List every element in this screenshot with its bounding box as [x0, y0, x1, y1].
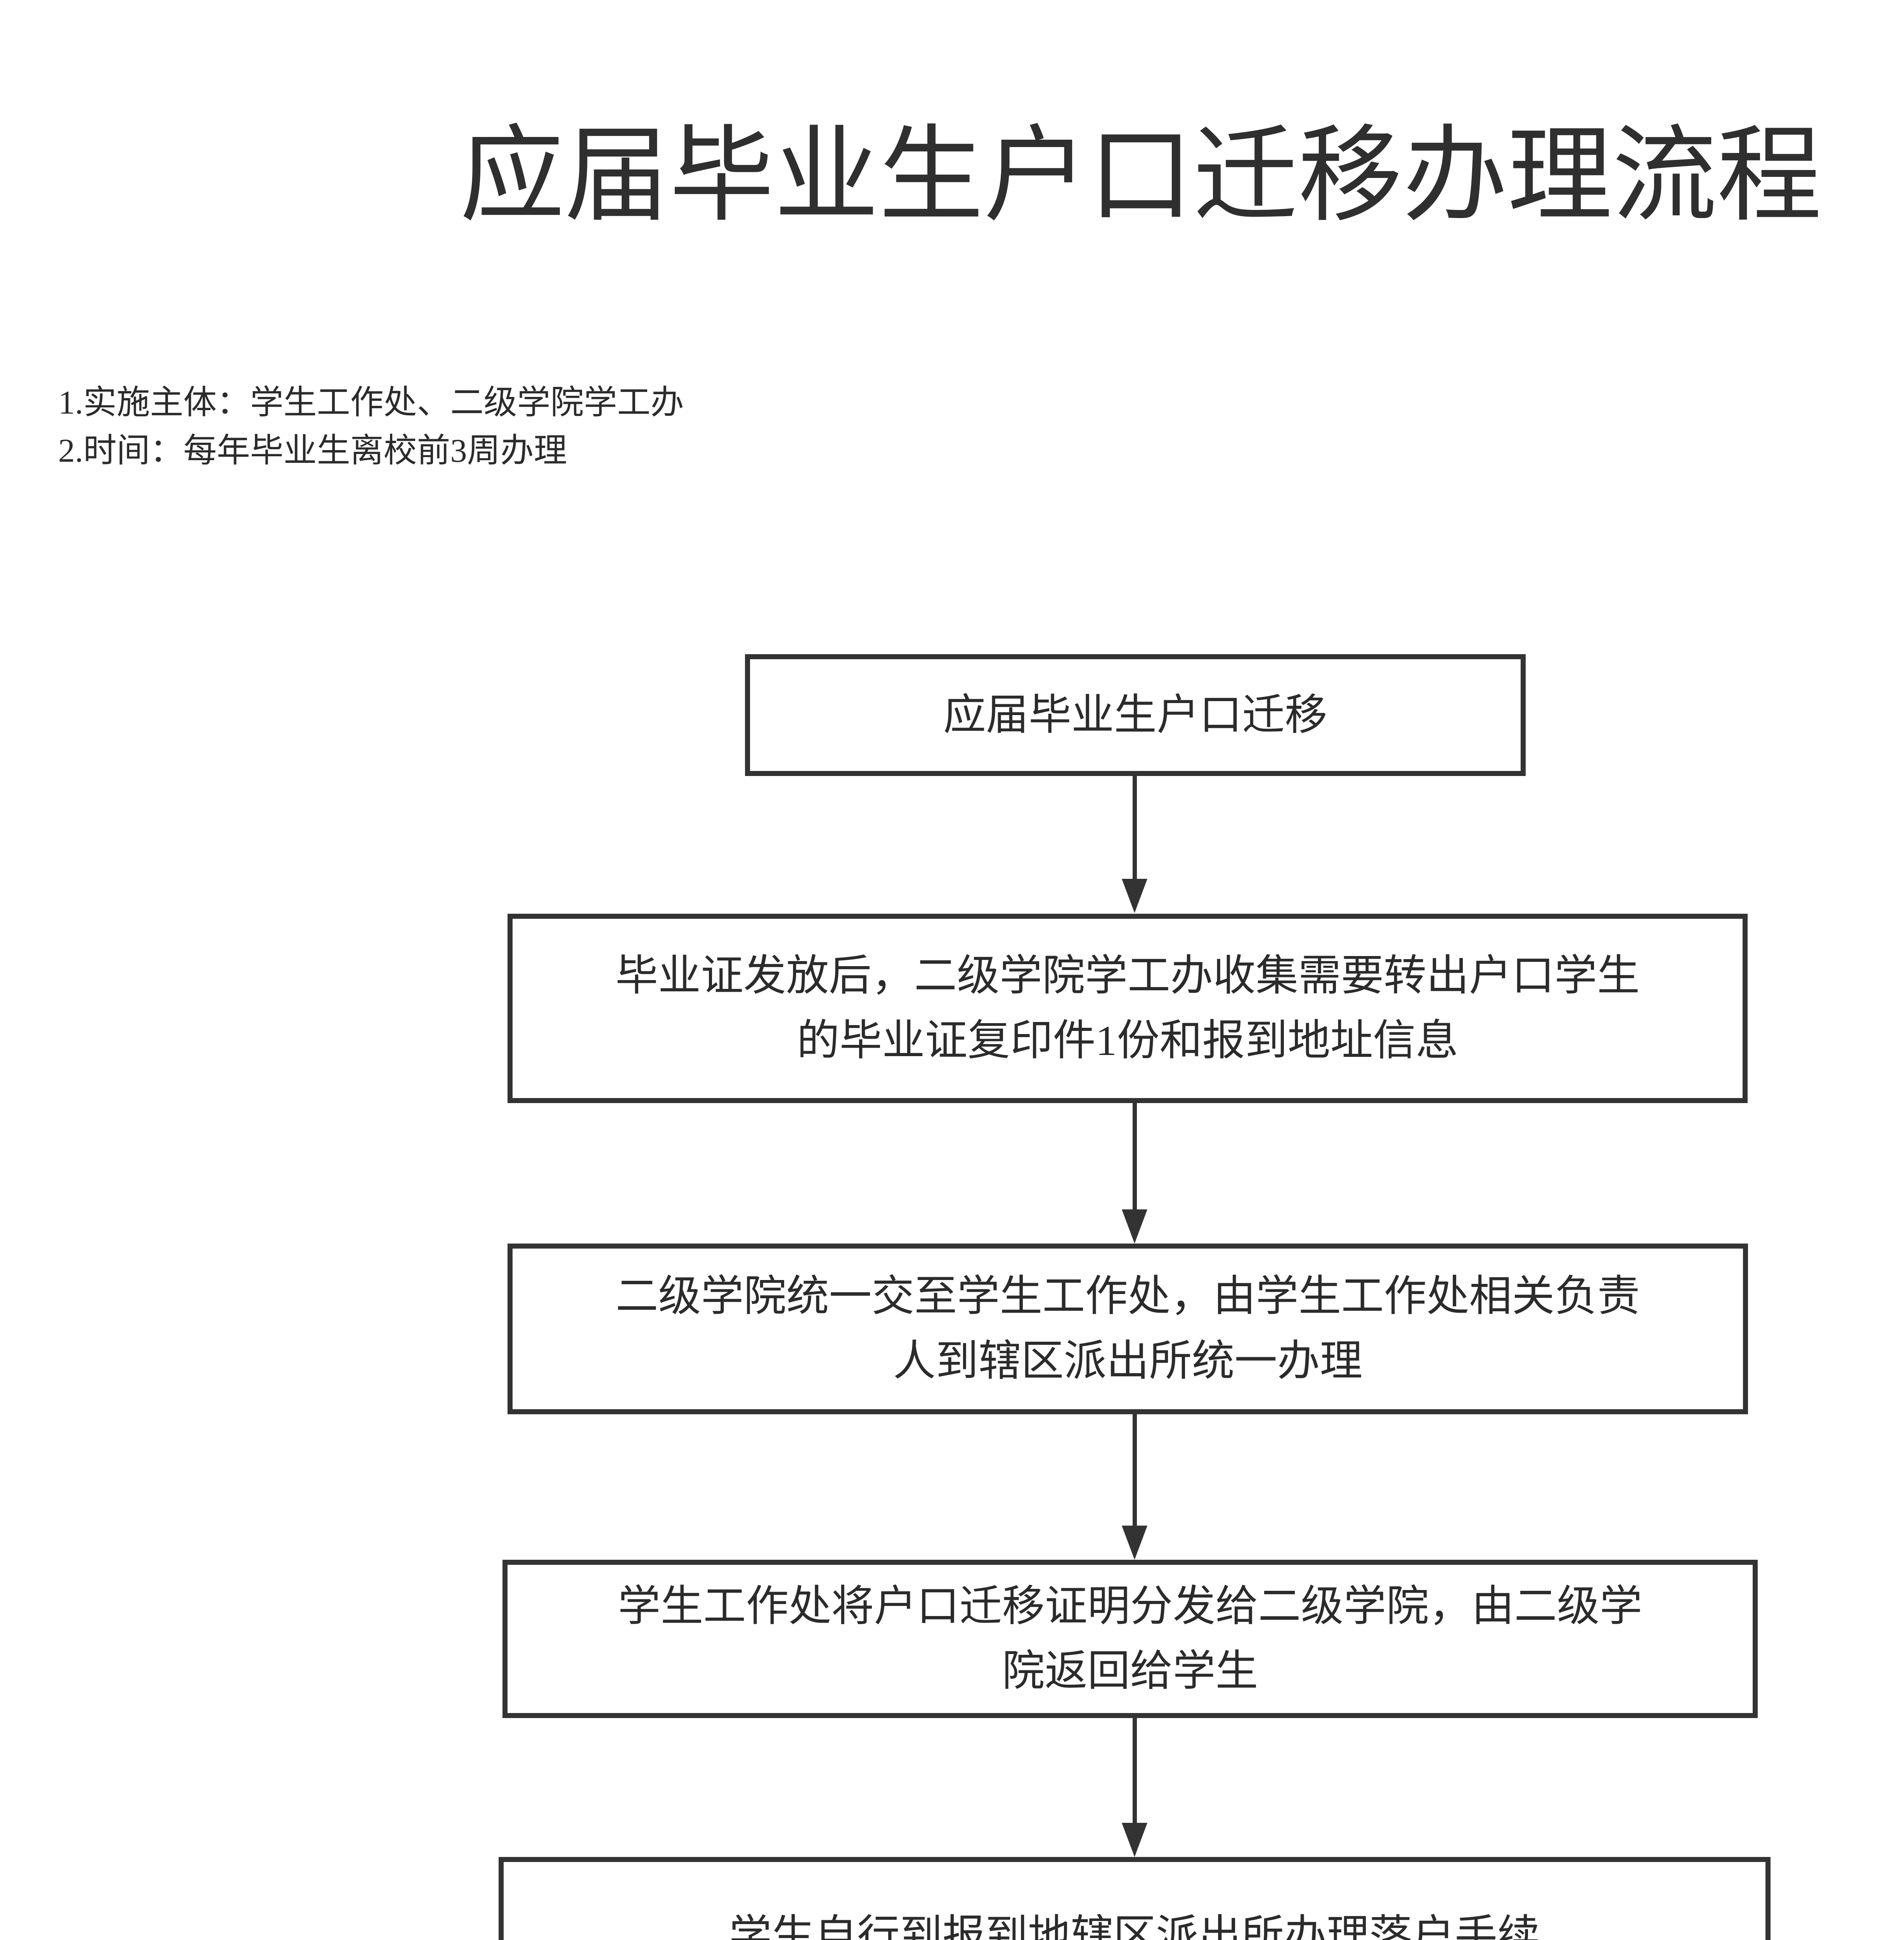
note-line-1: 1.实施主体：学生工作处、二级学院学工办	[58, 384, 684, 421]
page-title: 应届毕业生户口迁移办理流程	[460, 118, 1822, 234]
connector-arrow-3	[1122, 1414, 1147, 1560]
flow-node-text: 应届毕业生户口迁移	[943, 691, 1327, 739]
flow-node-distribute: 学生工作处将户口迁移证明分发给二级学院，由二级学 院返回给学生	[502, 1560, 1758, 1718]
flow-node-text: 学生工作处将户口迁移证明分发给二级学院，由二级学	[618, 1583, 1642, 1630]
flow-node-text: 学生自行到报到地辖区派出所办理落户手续	[729, 1912, 1540, 1940]
note-line-2: 2.时间：每年毕业生离校前3周办理	[58, 432, 567, 469]
arrow-shaft	[1132, 1103, 1137, 1209]
connector-arrow-2	[1122, 1103, 1147, 1244]
flow-node-settle: 学生自行到报到地辖区派出所办理落户手续	[499, 1857, 1771, 1940]
connector-arrow-1	[1122, 776, 1147, 913]
flow-node-text: 院返回给学生	[1002, 1647, 1258, 1695]
flow-node-submit: 二级学院统一交至学生工作处，由学生工作处相关负责 人到辖区派出所统一办理	[508, 1244, 1748, 1414]
flow-node-text: 毕业证发放后，二级学院学工办收集需要转出户口学生	[615, 952, 1640, 999]
arrow-shaft	[1132, 1414, 1137, 1526]
arrow-head-icon	[1122, 1526, 1147, 1560]
intro-notes: 1.实施主体：学生工作处、二级学院学工办 2.时间：每年毕业生离校前3周办理	[58, 378, 684, 475]
flow-node-text: 二级学院统一交至学生工作处，由学生工作处相关负责	[615, 1273, 1640, 1320]
arrow-head-icon	[1122, 1209, 1147, 1244]
flow-node-text: 的毕业证复印件1份和报到地址信息	[797, 1017, 1459, 1064]
arrow-shaft	[1132, 1718, 1137, 1823]
flow-node-collect: 毕业证发放后，二级学院学工办收集需要转出户口学生 的毕业证复印件1份和报到地址信…	[508, 914, 1748, 1103]
arrow-head-icon	[1122, 879, 1147, 913]
arrow-head-icon	[1122, 1823, 1147, 1857]
flow-node-text: 人到辖区派出所统一办理	[893, 1337, 1363, 1385]
connector-arrow-4	[1122, 1718, 1147, 1857]
arrow-shaft	[1132, 776, 1137, 879]
flow-node-start: 应届毕业生户口迁移	[745, 654, 1526, 776]
